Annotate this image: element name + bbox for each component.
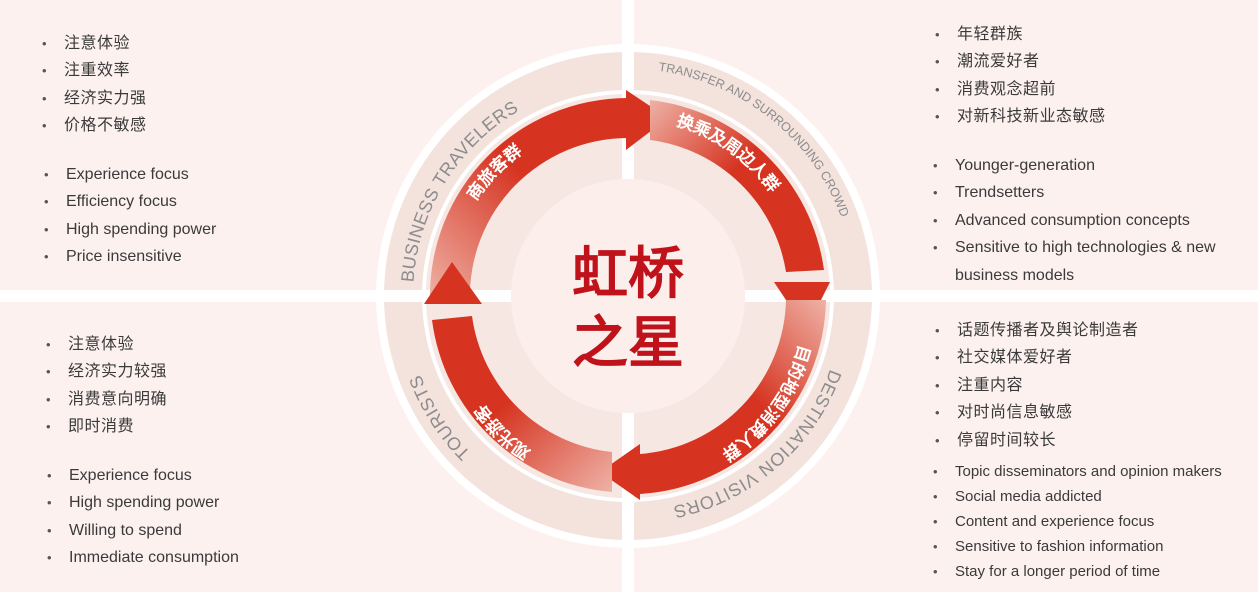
transfer-traits-en: Younger-generation Trendsetters Advanced… <box>933 152 1253 289</box>
list-item: 对时尚信息敏感 <box>935 399 1139 427</box>
list-item: Content and experience focus <box>933 509 1222 534</box>
list-item: Efficiency focus <box>44 188 216 216</box>
list-item: 话题传播者及舆论制造者 <box>935 317 1139 345</box>
list-item: 经济实力较强 <box>46 358 167 386</box>
list-item: Immediate consumption <box>47 544 239 572</box>
list-item: 注意体验 <box>46 331 167 359</box>
list-item: 价格不敏感 <box>42 112 147 140</box>
list-item: 消费观念超前 <box>935 76 1106 104</box>
list-item: 对新科技新业态敏感 <box>935 103 1106 131</box>
list-item: Willing to spend <box>47 517 239 545</box>
tourists-traits-cn: 注意体验 经济实力较强 消费意向明确 即时消费 <box>46 331 167 441</box>
list-item: 停留时间较长 <box>935 427 1139 455</box>
list-item: Social media addicted <box>933 484 1222 509</box>
list-item: 年轻群族 <box>935 21 1106 49</box>
list-item: 经济实力强 <box>42 85 147 113</box>
list-item: Trendsetters <box>933 179 1253 207</box>
list-item: Younger-generation <box>933 152 1253 180</box>
list-item: 消费意向明确 <box>46 386 167 414</box>
list-item: 注重内容 <box>935 372 1139 400</box>
list-item: Sensitive to high technologies & new bus… <box>933 234 1253 289</box>
business-traits-en: Experience focus Efficiency focus High s… <box>44 161 216 271</box>
list-item: Topic disseminators and opinion makers <box>933 459 1222 484</box>
destination-traits-cn: 话题传播者及舆论制造者 社交媒体爱好者 注重内容 对时尚信息敏感 停留时间较长 <box>935 317 1139 454</box>
list-item: 社交媒体爱好者 <box>935 344 1139 372</box>
list-item: 即时消费 <box>46 413 167 441</box>
list-item: Advanced consumption concepts <box>933 207 1253 235</box>
list-item: Experience focus <box>47 462 239 490</box>
list-item: Experience focus <box>44 161 216 189</box>
list-item: 注意体验 <box>42 30 147 58</box>
list-item: Stay for a longer period of time <box>933 559 1222 584</box>
list-item: High spending power <box>44 216 216 244</box>
list-item: 潮流爱好者 <box>935 48 1106 76</box>
tourists-traits-en: Experience focus High spending power Wil… <box>47 462 239 572</box>
list-item: 注重效率 <box>42 57 147 85</box>
list-item: Price insensitive <box>44 243 216 271</box>
list-item: Sensitive to fashion information <box>933 534 1222 559</box>
transfer-traits-cn: 年轻群族 潮流爱好者 消费观念超前 对新科技新业态敏感 <box>935 21 1106 131</box>
destination-traits-en: Topic disseminators and opinion makers S… <box>933 459 1222 584</box>
business-traits-cn: 注意体验 注重效率 经济实力强 价格不敏感 <box>42 30 147 140</box>
list-item: High spending power <box>47 489 239 517</box>
